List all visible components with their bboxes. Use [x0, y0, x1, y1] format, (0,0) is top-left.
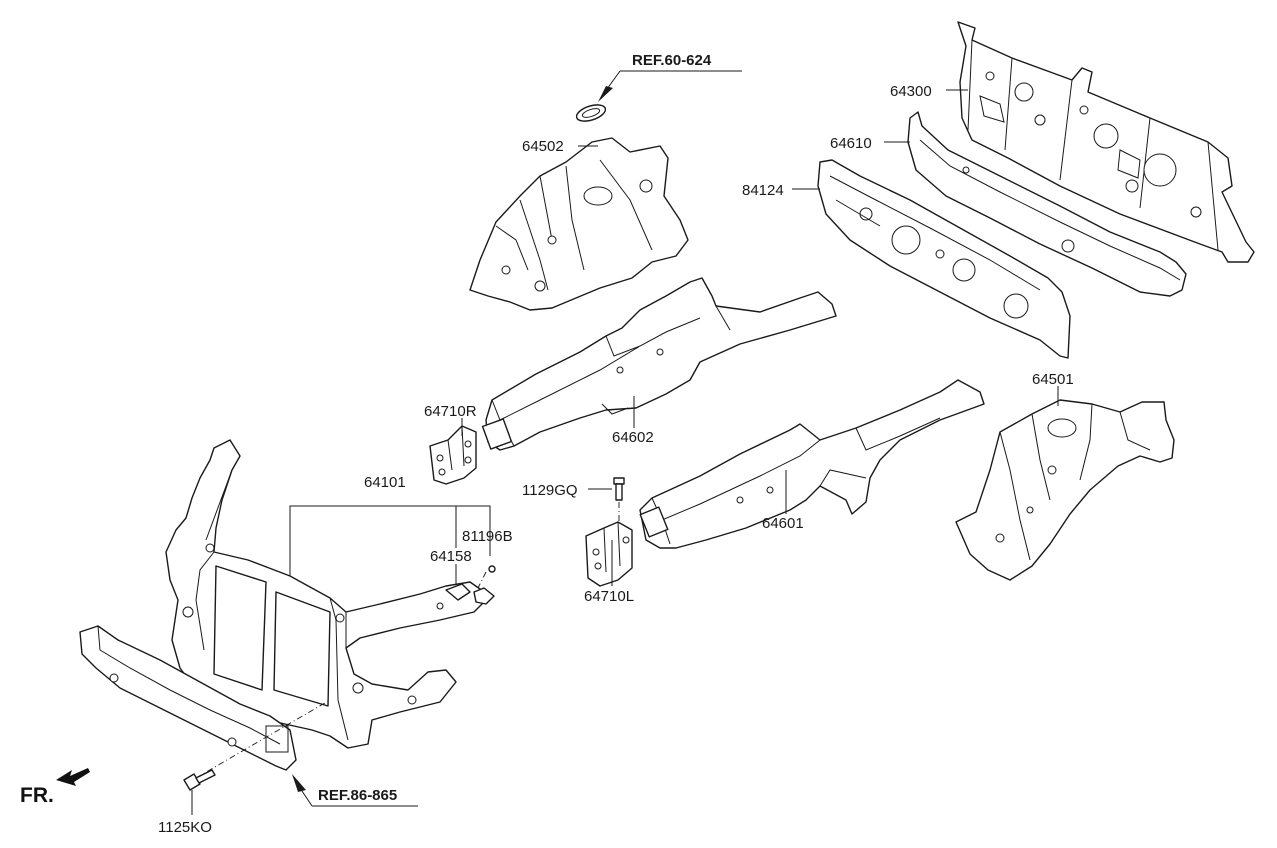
clip-81196b-drawing: [477, 565, 496, 589]
bolt-1125ko-drawing: [183, 769, 216, 791]
fender-apron-rh-64502-drawing: [469, 104, 689, 311]
bolt-1129gq-drawing: [613, 477, 625, 524]
label-64101: 64101: [364, 474, 406, 491]
cowl-panel-84124-drawing: [817, 159, 1071, 359]
reference-86-865: REF.86-865: [318, 787, 397, 804]
front-indicator: FR.: [20, 784, 54, 807]
label-64502: 64502: [522, 138, 564, 155]
label-64710l: 64710L: [584, 588, 634, 605]
label-1125ko: 1125KO: [158, 819, 212, 836]
label-64158: 64158: [430, 548, 472, 565]
label-64501: 64501: [1032, 371, 1074, 388]
bumper-beam-drawing: [79, 625, 331, 779]
label-64601: 64601: [762, 515, 804, 532]
front-side-member-rh-64602-drawing: [481, 277, 837, 451]
dash-panel-64300-drawing: [957, 21, 1255, 263]
bracket-64710r-drawing: [429, 425, 477, 485]
label-84124: 84124: [742, 182, 784, 199]
label-1129gq: 1129GQ: [522, 482, 578, 499]
label-64610: 64610: [830, 135, 872, 152]
label-81196b: 81196B: [462, 528, 513, 545]
label-64602: 64602: [612, 429, 654, 446]
reference-60-624: REF.60-624: [632, 52, 712, 69]
radiator-support-64101-drawing: [165, 439, 491, 749]
front-side-member-lh-64601-drawing: [639, 379, 985, 549]
fender-apron-lh-64501-drawing: [955, 399, 1175, 581]
label-64710r: 64710R: [424, 403, 477, 420]
bracket-64710l-drawing: [585, 521, 633, 587]
dash-cross-member-64610-drawing: [907, 111, 1187, 297]
front-arrow-icon: [56, 768, 90, 786]
bracket-64158-drawing: [445, 583, 495, 605]
leader-lines: [191, 70, 1059, 815]
label-64300: 64300: [890, 83, 932, 100]
